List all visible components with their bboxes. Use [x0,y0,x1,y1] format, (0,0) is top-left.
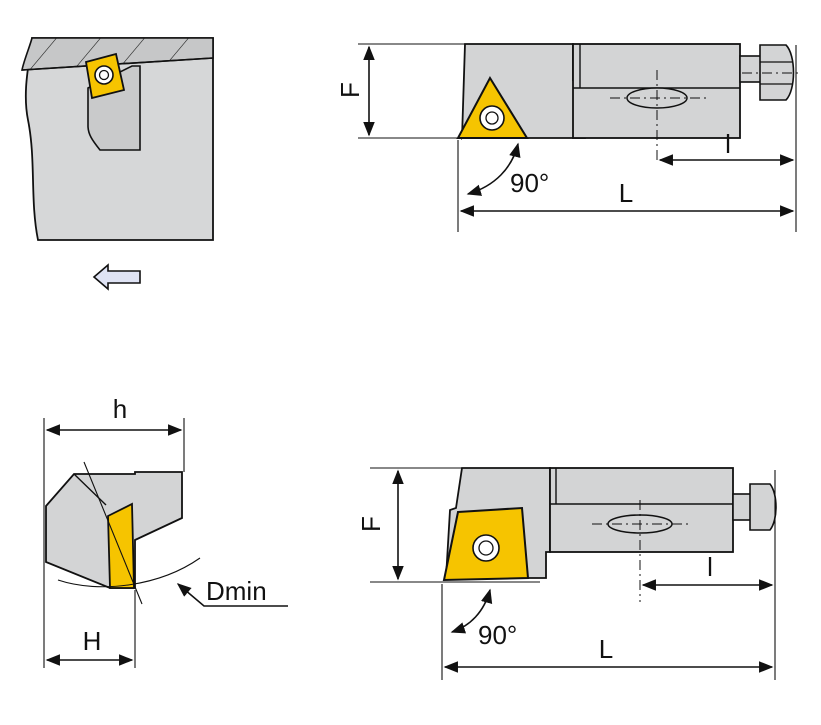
end-height-label: H [83,626,102,656]
arrow-left-icon [92,263,141,291]
min-diameter-label: Dmin [206,576,267,606]
bottom-height-label: F [356,516,386,532]
workpiece-view [21,37,214,241]
clamp-screw-head-lower [749,483,777,531]
top-angle-label: 90° [510,168,549,198]
end-view-insert [107,502,135,589]
top-height-label: F [335,82,365,98]
bottom-length-label: L [599,634,613,664]
bottom-side-view: F L l 90° [356,467,777,680]
top-side-view: F L l 90° [335,43,800,232]
end-width-label: h [113,394,127,424]
bottom-clamp-length-label: l [707,552,713,582]
top-length-label: L [619,178,633,208]
end-view: h H Dmin [43,394,288,668]
bottom-angle-label: 90° [478,620,517,650]
top-clamp-length-label: l [725,129,731,159]
tool-shank-lower [549,467,734,553]
